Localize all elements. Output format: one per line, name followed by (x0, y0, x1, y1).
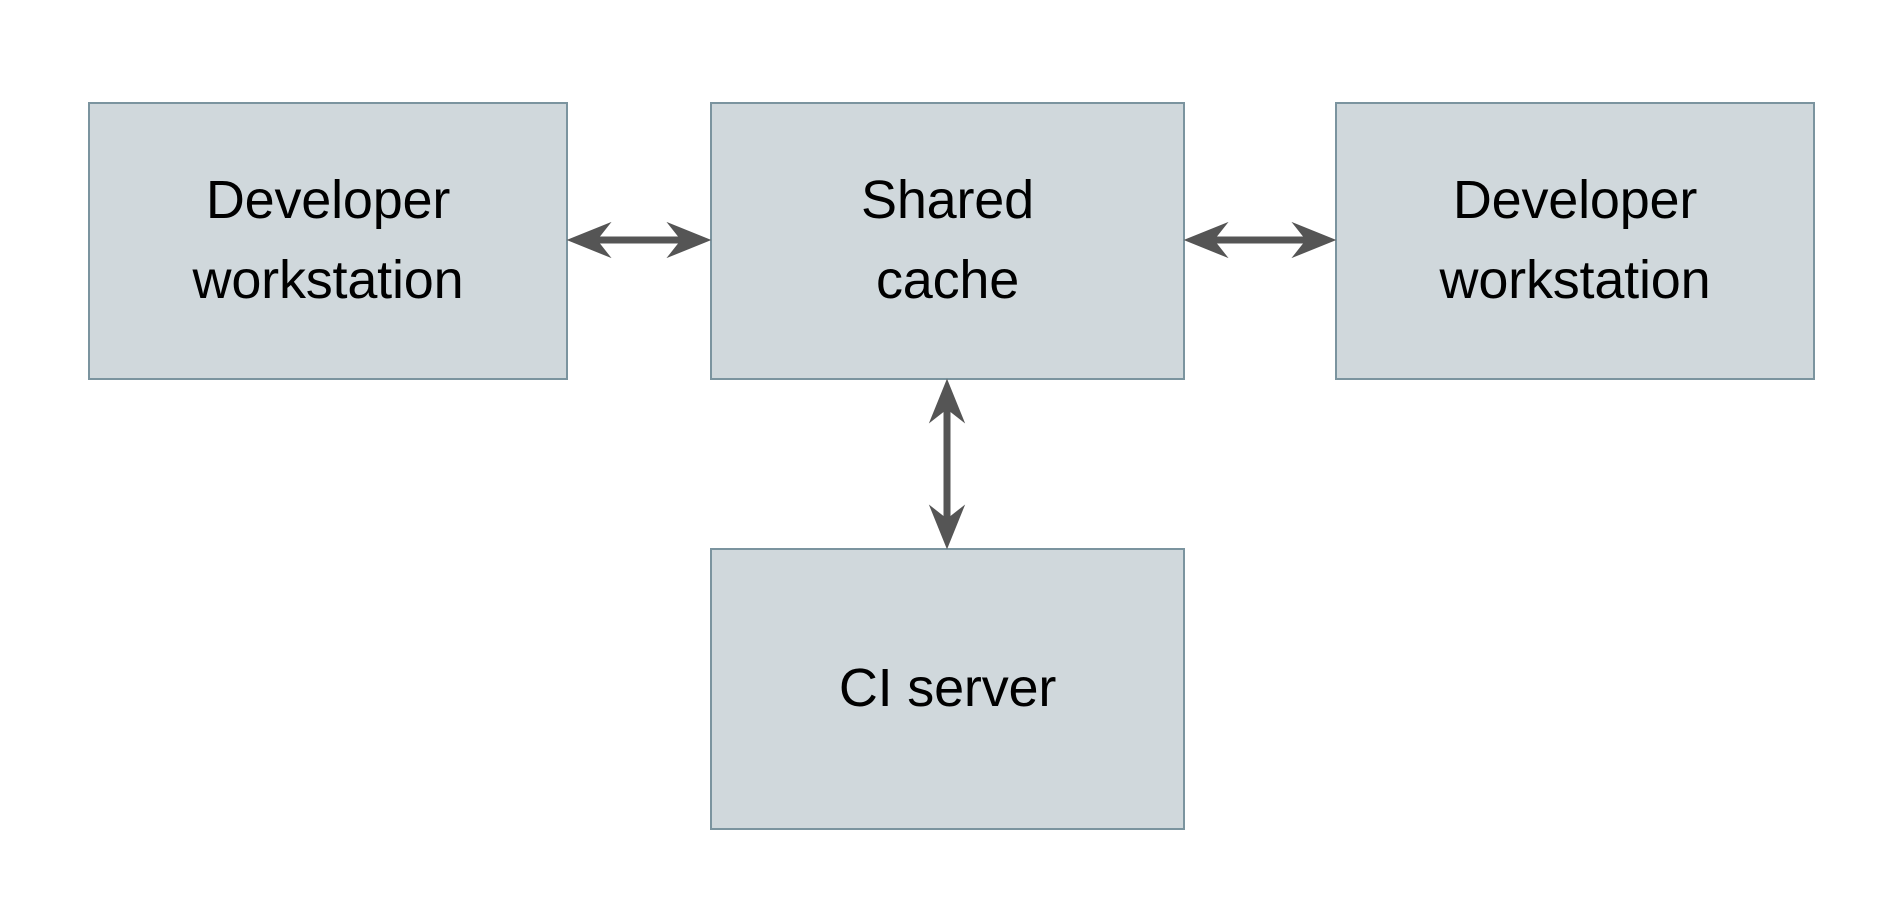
connector-shared-cache-to-right-workstation (1183, 220, 1337, 260)
node-shared-cache[interactable]: Shared cache (710, 102, 1185, 380)
node-label: CI server (838, 658, 1057, 719)
node-label: Developer workstation (192, 170, 464, 310)
node-developer-workstation-right[interactable]: Developer workstation (1335, 102, 1815, 380)
node-label: Developer workstation (1439, 170, 1711, 310)
connector-left-workstation-to-shared-cache (566, 220, 712, 260)
node-ci-server[interactable]: CI server (710, 548, 1185, 830)
double-arrow-icon (928, 378, 966, 550)
double-arrow-icon (1183, 221, 1337, 259)
node-developer-workstation-left[interactable]: Developer workstation (88, 102, 568, 380)
node-label: Shared cache (861, 170, 1034, 310)
connector-shared-cache-to-ci-server (927, 378, 967, 550)
double-arrow-icon (566, 221, 712, 259)
